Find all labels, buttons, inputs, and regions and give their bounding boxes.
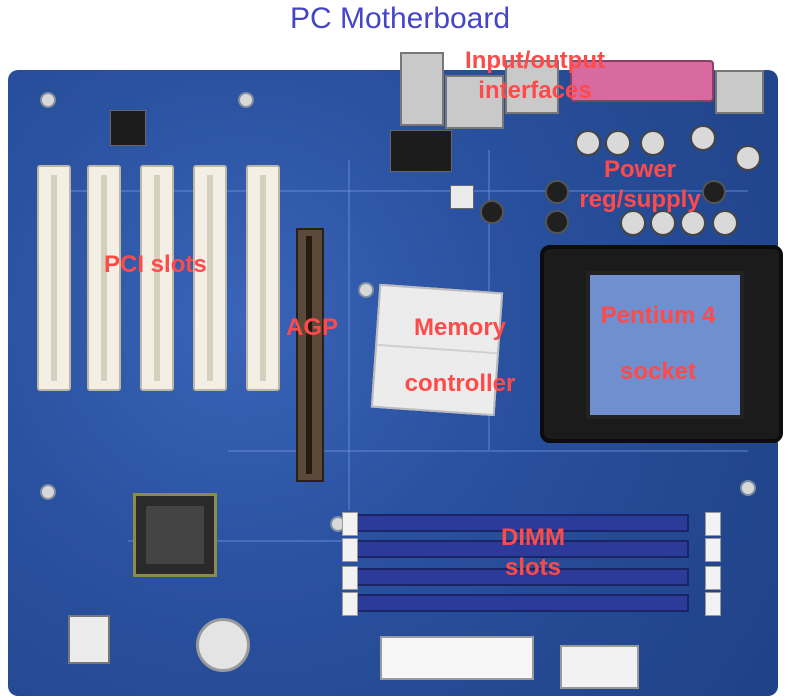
label-dimm-line2: slots: [504, 554, 561, 581]
label-memory-line2: controller: [404, 370, 516, 397]
capacitor: [605, 130, 631, 156]
dimm-latch: [342, 566, 358, 590]
label-io-interfaces: Input/output interfaces: [440, 46, 630, 106]
pci-slot: [87, 165, 121, 391]
inductor: [702, 180, 726, 204]
mounting-hole: [40, 92, 56, 108]
page-title: PC Motherboard: [289, 2, 511, 35]
cpu-socket-pins: [586, 271, 744, 419]
agp-slot: [296, 228, 324, 482]
atx-power-connector: [560, 645, 639, 689]
dimm-latch: [342, 538, 358, 562]
mounting-hole: [740, 480, 756, 496]
capacitor: [690, 125, 716, 151]
capacitor: [680, 210, 706, 236]
label-pentium-socket: Pentium 4 socket: [578, 301, 738, 387]
label-pentium-line1: Pentium 4: [600, 302, 716, 329]
trace-3: [128, 540, 388, 542]
inductor: [545, 180, 569, 204]
pci-slot: [193, 165, 227, 391]
capacitor: [575, 130, 601, 156]
label-io-line2: interfaces: [478, 77, 592, 104]
inductor: [480, 200, 504, 224]
mounting-hole: [358, 282, 374, 298]
inductor: [545, 210, 569, 234]
dimm-latch: [342, 512, 358, 536]
ide-connector: [380, 636, 534, 680]
label-pci-slots: PCI slots: [104, 251, 207, 278]
label-dimm-slots: DIMM slots: [478, 523, 588, 583]
audio-port: [505, 60, 559, 114]
cmos-battery: [196, 618, 250, 672]
trace-1: [48, 190, 748, 192]
label-io-line1: Input/output: [465, 47, 605, 74]
pci-slot: [246, 165, 280, 391]
dimm-latch: [705, 538, 721, 562]
cpu-socket-frame: [540, 245, 783, 443]
dimm-latch: [342, 592, 358, 616]
trace-2: [228, 450, 748, 452]
capacitor: [640, 130, 666, 156]
label-pentium-line2: socket: [619, 358, 697, 385]
ps2-port: [715, 70, 764, 114]
usb-port-stack: [400, 52, 444, 126]
label-dimm-line1: DIMM: [501, 524, 565, 551]
trace-5: [348, 160, 350, 510]
capacitor: [650, 210, 676, 236]
pci-slot: [37, 165, 71, 391]
lan-port: [445, 75, 504, 129]
lan-chip: [390, 130, 452, 172]
dimm-latch: [705, 592, 721, 616]
label-agp: AGP: [286, 314, 339, 341]
southbridge-die: [146, 506, 204, 564]
mounting-hole: [40, 484, 56, 500]
label-power-line2: reg/supply: [579, 186, 701, 213]
audio-chip: [110, 110, 146, 146]
capacitor: [712, 210, 738, 236]
parallel-port: [570, 60, 714, 102]
io-chip: [450, 185, 474, 209]
pci-slot: [140, 165, 174, 391]
bios-chip: [68, 615, 110, 664]
southbridge-chip: [133, 493, 217, 577]
label-power-line1: Power: [603, 156, 677, 183]
label-memory-controller: Memory controller: [385, 313, 535, 399]
capacitor: [735, 145, 761, 171]
label-power: Power reg/supply: [560, 155, 720, 215]
dimm-latch: [705, 566, 721, 590]
dimm-latch: [705, 512, 721, 536]
dimm-slot: [355, 594, 689, 612]
label-memory-line1: Memory: [413, 314, 507, 341]
capacitor: [620, 210, 646, 236]
mounting-hole: [238, 92, 254, 108]
